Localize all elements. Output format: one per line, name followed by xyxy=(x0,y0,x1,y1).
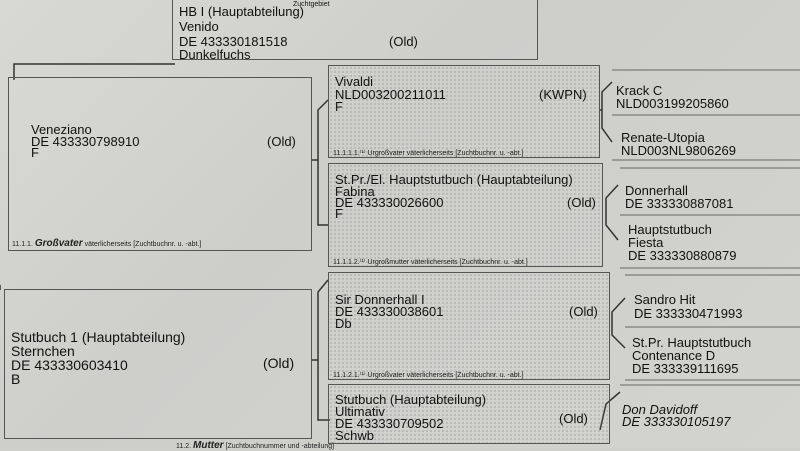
dam-breed: (Old) xyxy=(263,355,295,371)
top-horse-color: Dunkelfuchs xyxy=(179,47,251,62)
ggg-6-name: Contenance D xyxy=(632,348,716,363)
ggg-3-reg: DE 333330887081 xyxy=(625,196,734,211)
great-granddam-2-box: Stutbuch (Hauptabteilung) Ultimativ DE 4… xyxy=(328,384,610,444)
gg2-caption: 11.1.1.2.⁽¹⁾ Urgroßmutter väterlichersei… xyxy=(333,259,528,266)
gg1-reg: NLD003200211011 xyxy=(335,87,446,102)
gg4-color: Schwb xyxy=(335,428,375,443)
top-horse-book: HB I (Hauptabteilung) xyxy=(179,4,305,19)
ggg-6-reg: DE 333339111695 xyxy=(632,361,739,376)
ggg-5-name: Sandro Hit xyxy=(634,292,696,307)
top-horse-reg: DE 433330181518 xyxy=(179,34,288,49)
grandsire-name: Veneziano xyxy=(31,122,92,137)
great-granddam-1-box: St.Pr./El. Hauptstutbuch (Hauptabteilung… xyxy=(328,163,603,267)
ggg-1-reg: NLD003199205860 xyxy=(616,96,729,111)
gg2-name: Fabina xyxy=(335,184,375,199)
ggg-4-reg: DE 333330880879 xyxy=(628,248,737,263)
ggg-2-reg: NLD003NL9806269 xyxy=(621,143,736,158)
ggg-2-name: Renate-Utopia xyxy=(621,130,705,145)
top-horse-breed: (Old) xyxy=(389,34,418,49)
gg1-name: Vivaldi xyxy=(335,74,374,89)
gg4-book: Stutbuch (Hauptabteilung) xyxy=(335,392,487,407)
gg1-breed: (KWPN) xyxy=(539,87,587,102)
dam-caption-num: 11.2. xyxy=(176,443,192,450)
ggg-5-reg: DE 333330471993 xyxy=(634,306,743,321)
ggg-3-name: Donnerhall xyxy=(625,183,688,198)
gg2-book: St.Pr./El. Hauptstutbuch (Hauptabteilung… xyxy=(335,172,573,187)
grandsire-box: Veneziano DE 433330798910 (Old) F xyxy=(8,77,312,251)
grandsire-caption-rest: väterlicherseits [Zuchtbuchnr. u. -abt.] xyxy=(84,241,202,248)
gg3-caption: 11.1.2.1.⁽¹⁾ Urgroßvater väterlicherseit… xyxy=(333,372,524,379)
gg4-name: Ultimativ xyxy=(335,404,385,419)
gg3-name: Sir Donnerhall I xyxy=(335,292,425,307)
dam-caption-title: Mutter xyxy=(193,440,224,451)
grandsire-reg: DE 433330798910 xyxy=(31,134,140,149)
grandsire-caption-num: 11.1.1. xyxy=(12,241,33,248)
grandsire-caption: 11.1.1. Großvater väterlicherseits [Zuch… xyxy=(12,238,201,249)
great-grandsire-2-box: Sir Donnerhall I DE 433330038601 (Old) D… xyxy=(328,272,610,380)
gg3-reg: DE 433330038601 xyxy=(335,304,444,319)
gg2-color: F xyxy=(335,206,343,221)
dam-color: B xyxy=(11,371,21,387)
dam-name: Sternchen xyxy=(11,343,75,359)
gg4-breed: (Old) xyxy=(559,411,588,426)
ggg-6-book: St.Pr. Hauptstutbuch xyxy=(632,335,752,350)
gg4-reg: DE 433330709502 xyxy=(335,416,444,431)
gg2-breed: (Old) xyxy=(567,195,596,210)
dam-box: Stutbuch 1 (Hauptabteilung) Sternchen DE… xyxy=(4,289,312,439)
grandsire-caption-title: Großvater xyxy=(34,238,83,249)
great-grandsire-1-box: Vivaldi NLD003200211011 (KWPN) F 11.1.1.… xyxy=(328,65,600,158)
ggg-4-book: Hauptstutbuch xyxy=(628,222,712,237)
gg3-color: Db xyxy=(335,316,352,331)
dam-book: Stutbuch 1 (Hauptabteilung) xyxy=(11,329,186,345)
clipped-label: Zuchtgebiet xyxy=(293,1,330,8)
dam-caption: 11.2. Mutter [Zuchtbuchnummer und -abtei… xyxy=(176,440,334,451)
gg2-reg: DE 433330026600 xyxy=(335,195,444,210)
ggg-7-name: Don Davidoff xyxy=(622,402,698,417)
dam-reg: DE 433330603410 xyxy=(11,357,128,373)
grandsire-breed: (Old) xyxy=(267,134,296,149)
gg3-breed: (Old) xyxy=(569,304,598,319)
gg1-caption: 11.1.1.1.⁽¹⁾ Urgroßvater väterlicherseit… xyxy=(333,150,524,157)
ggg-4-name: Fiesta xyxy=(628,235,664,250)
top-horse-box: Zuchtgebiet HB I (Hauptabteilung) Venido… xyxy=(172,0,538,62)
ggg-1-name: Krack C xyxy=(616,83,663,98)
dam-caption-rest: [Zuchtbuchnummer und -abteilung] xyxy=(225,443,335,450)
gg1-color: F xyxy=(335,99,343,114)
ggg-7-reg: DE 333330105197 xyxy=(622,414,731,429)
top-horse-name: Venido xyxy=(179,19,219,34)
grandsire-color: F xyxy=(31,145,39,160)
